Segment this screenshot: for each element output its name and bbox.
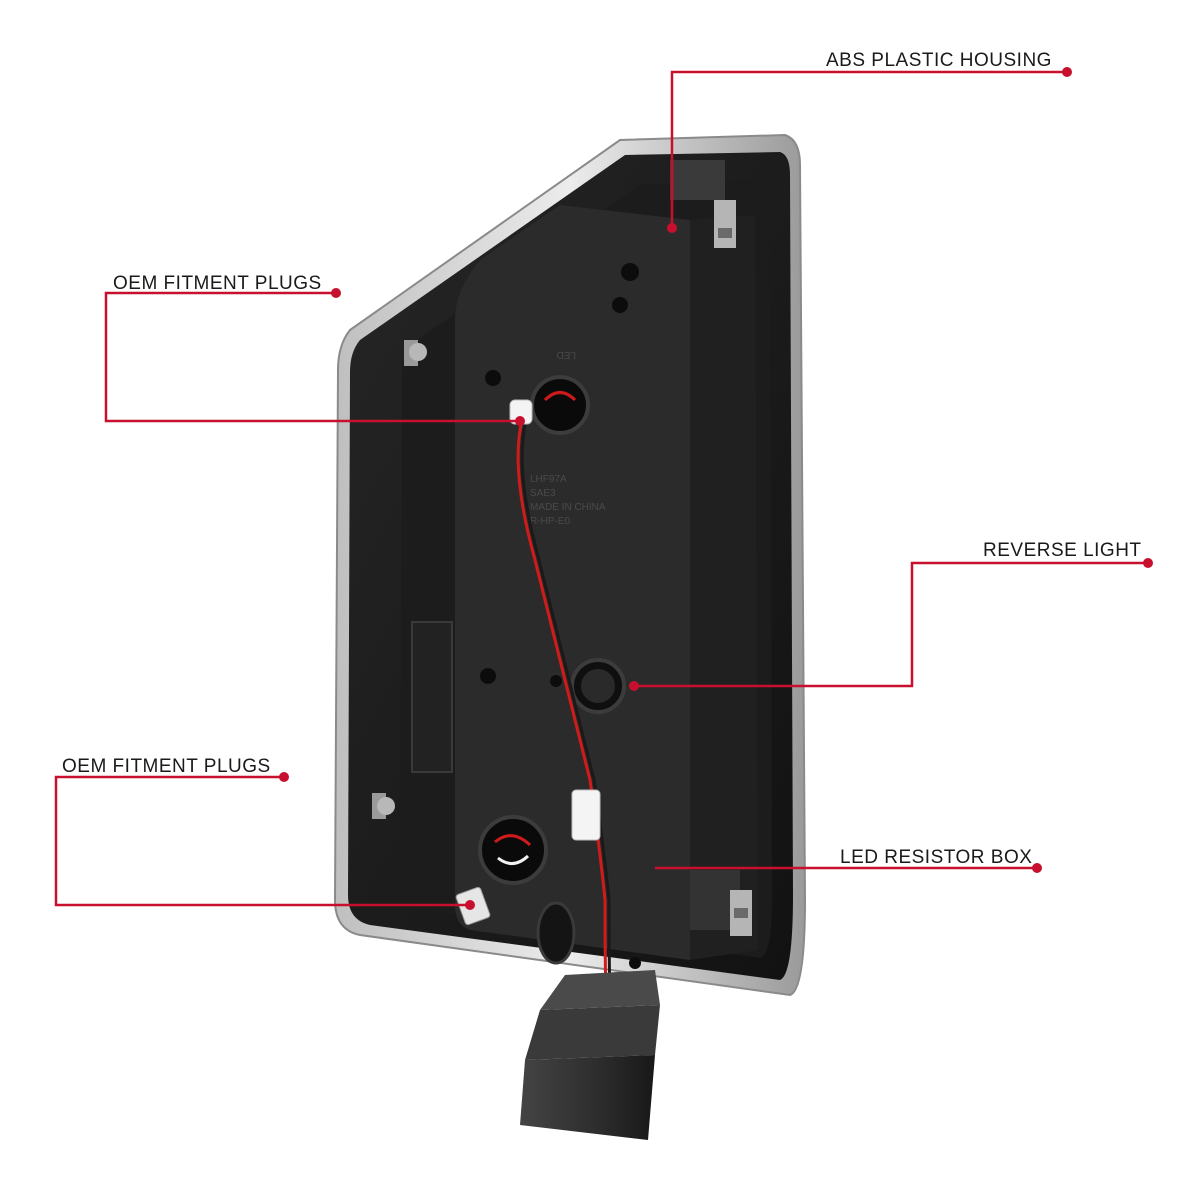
socket-lower-oval <box>536 901 576 965</box>
callout-label-plugs-bottom: OEM FITMENT PLUGS <box>62 756 271 777</box>
callout-line-reverse <box>634 561 1148 688</box>
connector-middle <box>571 789 601 841</box>
callout-label-resistor-box: LED RESISTOR BOX <box>840 847 1033 868</box>
molded-text-line: LED <box>556 349 576 361</box>
molded-text-line: LHF97A <box>530 474 567 485</box>
socket-bottom <box>478 815 548 885</box>
molded-text: LED LHF97A SAE3 MADE IN CHINA R-HP-E0 <box>530 349 606 527</box>
mounting-stud-top <box>404 340 427 366</box>
callout-dot <box>279 772 289 782</box>
callout-line-plugs-bottom <box>54 775 470 907</box>
callout-label-housing: ABS PLASTIC HOUSING <box>826 50 1052 71</box>
housing-block-highlight <box>690 215 758 960</box>
callout-dot <box>629 681 639 691</box>
callout-line-housing <box>670 70 1066 228</box>
housing-side-rib <box>411 621 453 773</box>
callout-dot <box>465 900 475 910</box>
socket-top <box>530 375 590 435</box>
wiring-harness <box>516 418 612 1002</box>
housing-center-block <box>455 205 690 960</box>
callout-dot <box>331 288 341 298</box>
callout-dot <box>1032 863 1042 873</box>
molded-text-line: R-HP-E0 <box>530 516 570 527</box>
callout-dot <box>667 223 677 233</box>
reverse-light-socket <box>570 658 626 714</box>
mounting-stud-bottom <box>372 793 395 819</box>
callout-label-plugs-top: OEM FITMENT PLUGS <box>113 273 322 294</box>
callout-lines <box>54 70 1148 907</box>
molded-text-line: SAE3 <box>530 488 556 499</box>
mounting-clip-bottom <box>690 870 752 936</box>
led-resistor-box <box>520 970 660 1140</box>
molded-text-line: MADE IN CHINA <box>530 502 606 513</box>
callout-line-plugs-top <box>104 291 520 423</box>
callout-dot <box>1062 67 1072 77</box>
callout-dots <box>279 67 1153 910</box>
callout-dot <box>1143 558 1153 568</box>
mounting-clip-top <box>670 160 736 248</box>
callout-dot <box>515 416 525 426</box>
callout-label-reverse-light: REVERSE LIGHT <box>983 540 1142 561</box>
